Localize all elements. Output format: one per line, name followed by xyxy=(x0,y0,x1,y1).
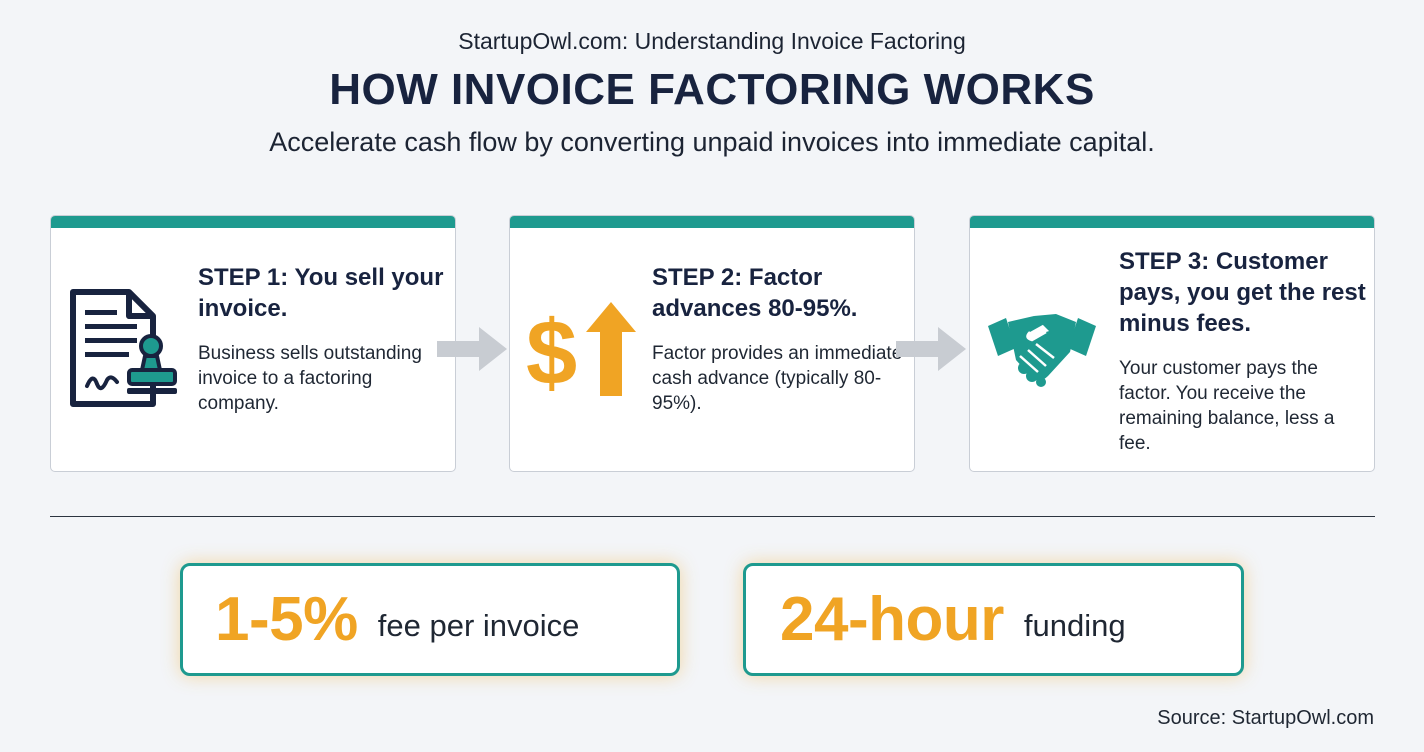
step-1-title: STEP 1: You sell your invoice. xyxy=(198,264,444,322)
step-2-title: STEP 2: Factor advances 80-95%. xyxy=(652,264,858,322)
site-title: StartupOwl.com: Understanding Invoice Fa… xyxy=(458,28,966,54)
page-title: HOW INVOICE FACTORING WORKS xyxy=(329,65,1095,114)
step-card-1: STEP 1: You sell your invoice. Business … xyxy=(50,215,456,472)
svg-text:$: $ xyxy=(526,302,577,398)
step-card-2: $ STEP 2: Factor advances 80-95%. Factor… xyxy=(509,215,915,472)
card-accent-bar xyxy=(510,216,914,228)
step-1-description: Business sells outstanding invoice to a … xyxy=(198,343,422,414)
stat-funding-label: funding xyxy=(1023,607,1126,643)
stat-fee: 1-5% fee per invoice xyxy=(180,563,680,676)
invoice-stamp-icon xyxy=(67,286,182,419)
step-3-description: Your customer pays the factor. You recei… xyxy=(1119,358,1335,454)
step-2-description: Factor provides an immediate cash advanc… xyxy=(652,343,903,414)
card-accent-bar xyxy=(970,216,1374,228)
card-accent-bar xyxy=(51,216,455,228)
stat-funding: 24-hour funding xyxy=(743,563,1244,676)
step-3-title: STEP 3: Customer pays, you get the rest … xyxy=(1119,248,1366,337)
header: StartupOwl.com: Understanding Invoice Fa… xyxy=(0,28,1424,158)
stat-funding-value: 24-hour xyxy=(780,585,1004,654)
stat-fee-label: fee per invoice xyxy=(377,607,580,643)
section-divider xyxy=(50,516,1375,517)
arrow-right-icon xyxy=(437,325,509,378)
dollar-up-arrow-icon: $ xyxy=(526,298,638,404)
source-credit: Source: StartupOwl.com xyxy=(1157,707,1374,729)
page-subtitle: Accelerate cash flow by converting unpai… xyxy=(269,127,1155,157)
step-card-3: STEP 3: Customer pays, you get the rest … xyxy=(969,215,1375,472)
handshake-icon xyxy=(986,308,1098,393)
arrow-right-icon xyxy=(896,325,968,378)
stat-fee-value: 1-5% xyxy=(215,585,358,654)
